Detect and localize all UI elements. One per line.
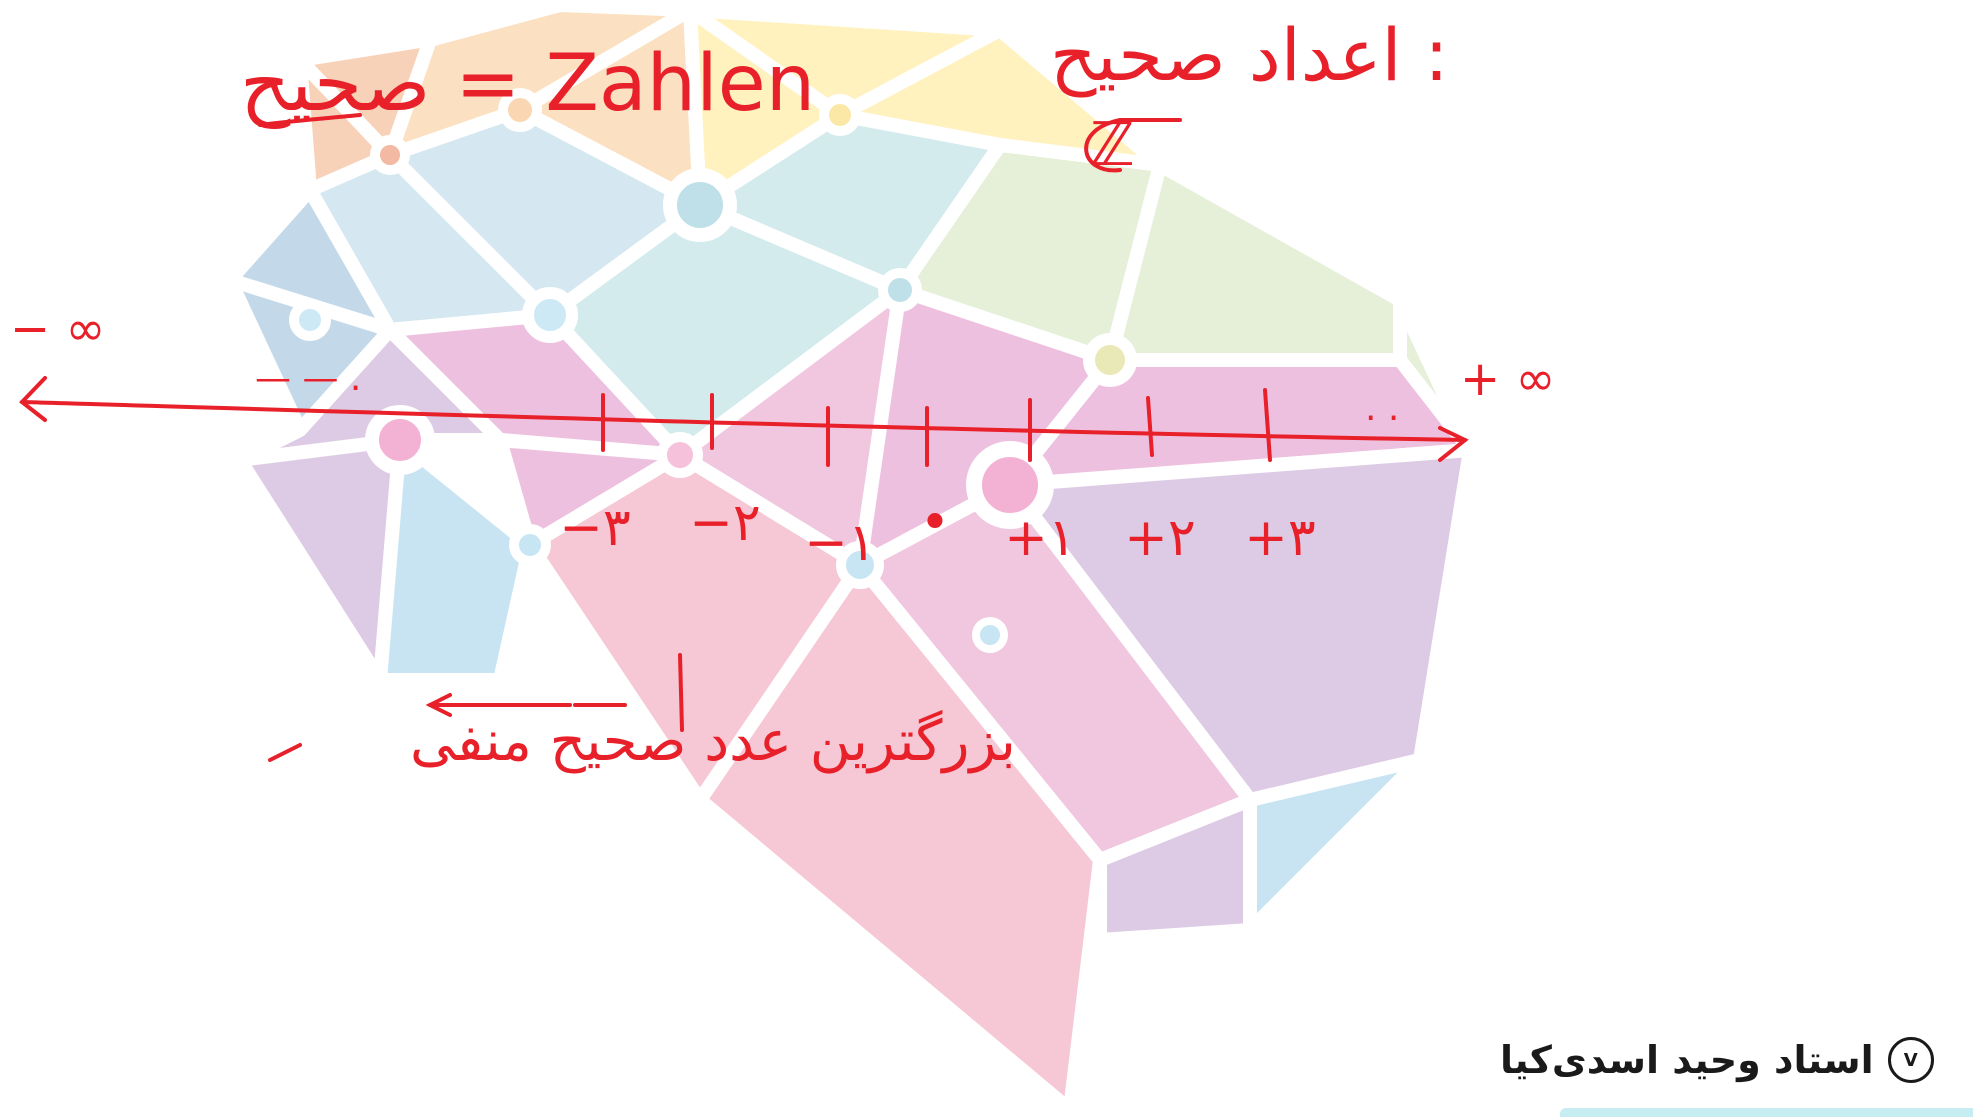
brain-node bbox=[514, 529, 546, 561]
ellipsis-right: . . bbox=[1365, 388, 1399, 429]
tick-label: +۱ bbox=[1004, 508, 1076, 568]
brand-bar: V استاد وحید اسدی‌کیا bbox=[1500, 1030, 1970, 1090]
title-left: صحیح = Zahlen bbox=[240, 39, 815, 129]
left-arrowhead bbox=[22, 378, 45, 420]
brain-node bbox=[883, 273, 917, 307]
tick-label: +۲ bbox=[1124, 508, 1196, 568]
plus-infinity-label: + ∞ bbox=[1460, 351, 1555, 407]
brain-node bbox=[1089, 339, 1131, 381]
tick-label: −۱ bbox=[804, 513, 876, 573]
tick-label: −۲ bbox=[689, 493, 761, 553]
tick-label: +۳ bbox=[1244, 508, 1316, 568]
tick-label: • bbox=[920, 493, 951, 553]
brain-node bbox=[294, 304, 326, 336]
brand-name: استاد وحید اسدی‌کیا bbox=[1500, 1038, 1874, 1082]
brain-node bbox=[976, 621, 1004, 649]
note-text: بزرگترین عدد صحیح منفی bbox=[410, 709, 1016, 774]
integers-symbol: ℤ bbox=[1090, 110, 1135, 180]
note-underline bbox=[270, 745, 300, 760]
brain-node bbox=[824, 99, 856, 131]
brain-facet bbox=[1110, 165, 1400, 360]
brand-logo-icon: V bbox=[1888, 1037, 1934, 1083]
brain-node bbox=[528, 293, 572, 337]
brain-node bbox=[375, 140, 405, 170]
brain-node bbox=[670, 175, 730, 235]
ellipsis-left: — — . bbox=[255, 358, 361, 399]
brain-node bbox=[662, 437, 698, 473]
brain-node bbox=[372, 412, 428, 468]
tick-label: −۳ bbox=[559, 498, 631, 558]
minus-infinity-label: − ∞ bbox=[10, 301, 105, 357]
bottom-accent-bar bbox=[1560, 1108, 1973, 1117]
title-right: اعداد صحیح : bbox=[1050, 13, 1449, 98]
